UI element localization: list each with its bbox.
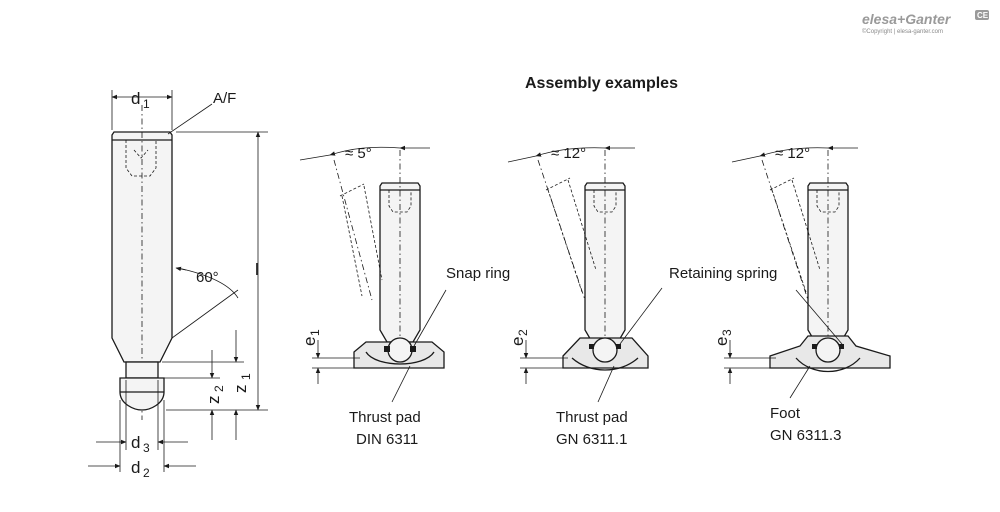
svg-text:GN 6311.1: GN 6311.1 bbox=[556, 431, 627, 448]
svg-text:elesa+Ganter: elesa+Ganter bbox=[862, 11, 952, 27]
svg-text:e: e bbox=[712, 337, 731, 346]
svg-text:2: 2 bbox=[212, 385, 226, 392]
svg-text:e: e bbox=[508, 337, 527, 346]
svg-text:Thrust pad: Thrust pad bbox=[349, 409, 421, 426]
svg-text:d: d bbox=[131, 458, 140, 477]
svg-text:≈ 12°: ≈ 12° bbox=[775, 145, 810, 162]
svg-text:DIN 6311: DIN 6311 bbox=[356, 431, 418, 448]
assembly-example-2: ≈ 12° e 2 Thrust pad GN 6311.1 bbox=[507, 145, 663, 448]
svg-text:A/F: A/F bbox=[213, 90, 236, 107]
svg-text:z: z bbox=[204, 396, 223, 405]
ce-badge-icon bbox=[975, 10, 989, 20]
svg-text:l: l bbox=[255, 260, 259, 279]
brand-logo: elesa+Ganter CE ©Copyright | elesa-gante… bbox=[862, 10, 989, 35]
svg-text:≈ 12°: ≈ 12° bbox=[551, 145, 586, 162]
svg-text:Snap ring: Snap ring bbox=[446, 265, 510, 282]
svg-text:1: 1 bbox=[239, 373, 253, 380]
assembly-example-3: ≈ 12° e 3 Foot GN 6311.3 bbox=[712, 145, 891, 444]
svg-text:d: d bbox=[131, 433, 140, 452]
svg-text:≈ 5°: ≈ 5° bbox=[345, 145, 372, 162]
svg-text:z: z bbox=[231, 385, 250, 394]
svg-text:Thrust pad: Thrust pad bbox=[556, 409, 628, 426]
svg-text:3: 3 bbox=[720, 329, 734, 336]
svg-text:GN 6311.3: GN 6311.3 bbox=[770, 427, 841, 444]
svg-text:2: 2 bbox=[516, 329, 530, 336]
svg-text:©Copyright | elesa-ganter.com: ©Copyright | elesa-ganter.com bbox=[862, 28, 943, 35]
svg-text:1: 1 bbox=[143, 97, 150, 111]
assembly-example-1: ≈ 5° Snap ring e 1 Thrust pad DIN 6311 bbox=[299, 145, 510, 448]
section-title: Assembly examples bbox=[525, 75, 678, 92]
svg-text:CE: CE bbox=[977, 11, 989, 20]
svg-text:d: d bbox=[131, 89, 140, 108]
retaining-spring-label: Retaining spring bbox=[669, 265, 777, 282]
svg-text:60°: 60° bbox=[196, 269, 219, 286]
svg-text:3: 3 bbox=[143, 441, 150, 455]
pin-dimension-drawing: d 1 A/F 60° l z 1 z 2 d 3 bbox=[88, 89, 268, 480]
svg-text:e: e bbox=[300, 337, 319, 346]
svg-text:Foot: Foot bbox=[770, 405, 801, 422]
svg-text:1: 1 bbox=[308, 329, 322, 336]
svg-text:2: 2 bbox=[143, 466, 150, 480]
